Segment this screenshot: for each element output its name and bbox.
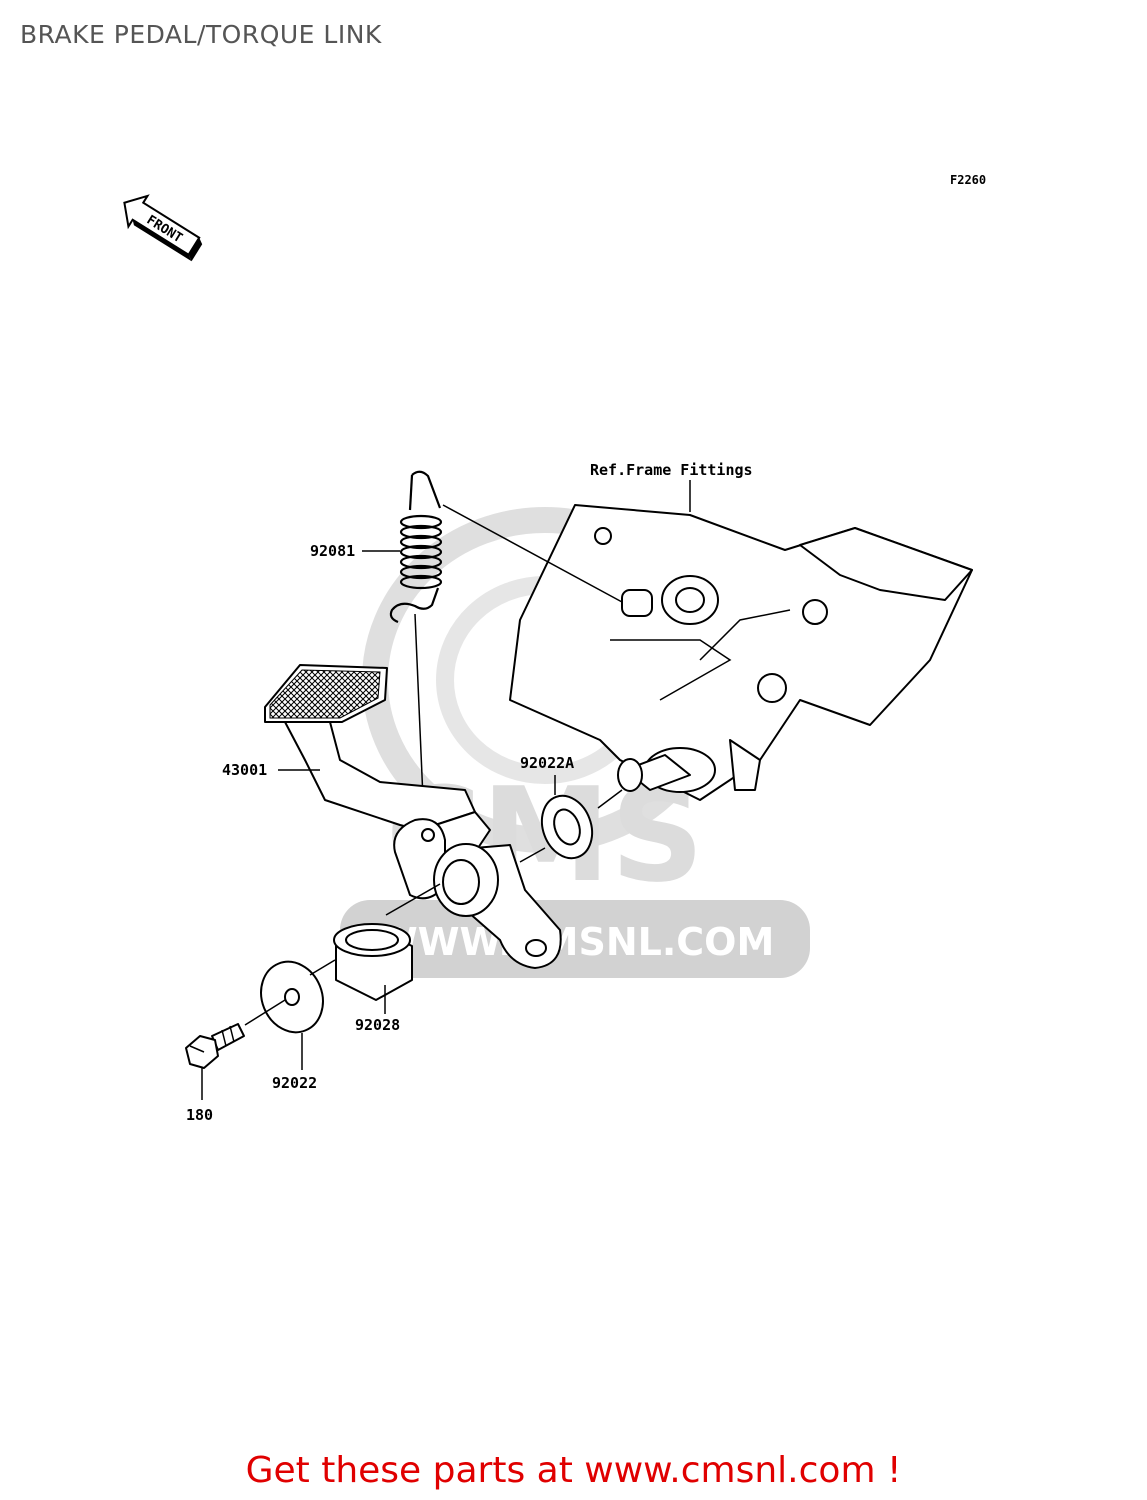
part-label-92022: 92022 (272, 1074, 317, 1092)
diagram-code: F2260 (950, 173, 986, 187)
part-label-43001: 43001 (222, 761, 267, 779)
part-92022-washer: 92022 (260, 960, 324, 1092)
reference-label: Ref.Frame Fittings (590, 461, 753, 479)
page-title: BRAKE PEDAL/TORQUE LINK (20, 20, 382, 49)
front-arrow-icon: FRONT (123, 194, 203, 262)
part-label-92081: 92081 (310, 542, 355, 560)
part-label-92022A: 92022A (520, 754, 574, 772)
frame-bracket (509, 504, 973, 801)
part-92081-spring: 92081 (310, 470, 443, 624)
part-180-bolt: 180 (185, 1023, 245, 1124)
footer-cta-link[interactable]: Get these parts at www.cmsnl.com ! (245, 1450, 902, 1491)
part-92028-collar: 92028 (333, 923, 413, 1034)
part-label-92028: 92028 (355, 1016, 400, 1034)
parts-diagram: CMS WWW.CMSNL.COM F2260 FRONT Ref.Frame … (123, 173, 986, 1124)
part-92022A-washer: 92022A (520, 754, 594, 860)
part-43001-pedal: 43001 (222, 664, 562, 969)
part-label-180: 180 (186, 1106, 213, 1124)
watermark-url: WWW.CMSNL.COM (376, 920, 775, 964)
watermark-banner (340, 900, 810, 978)
